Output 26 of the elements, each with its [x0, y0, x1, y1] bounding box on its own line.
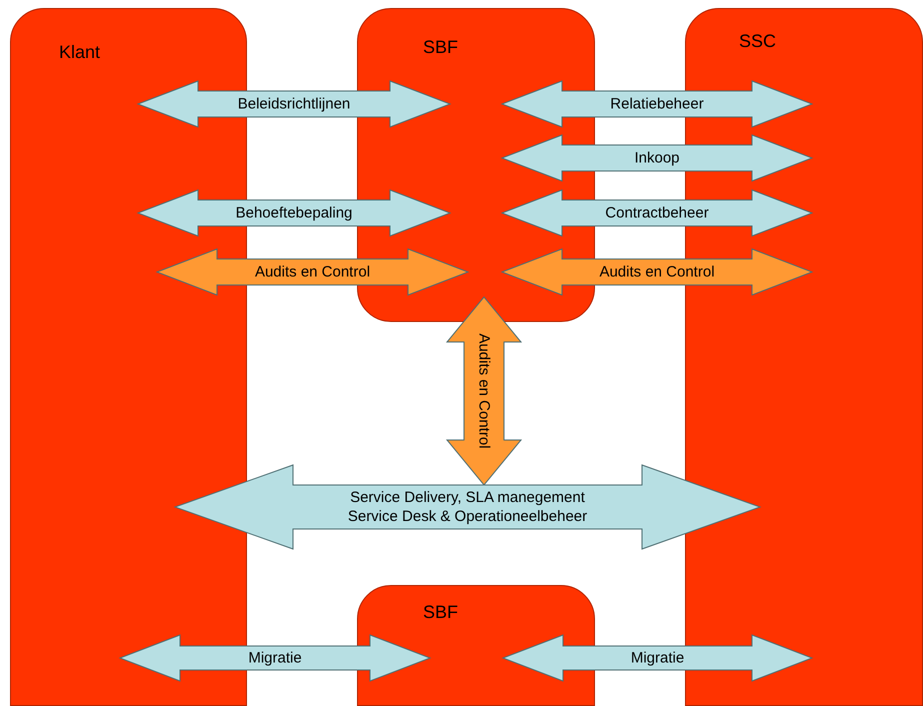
- double-arrow: [502, 634, 814, 682]
- double-arrow: [136, 80, 452, 128]
- edge-label: Service Delivery, SLA manegement Service Desk & Operationeelbeheer: [346, 488, 588, 526]
- edge-label: Contractbeheer: [605, 204, 709, 222]
- edge-label: Audits en Control: [254, 262, 370, 282]
- panel-title: SBF: [423, 602, 458, 623]
- edge-label: Migratie: [630, 648, 684, 668]
- panel-title: Klant: [59, 42, 100, 63]
- double-arrow: [500, 248, 814, 296]
- double-arrow: [500, 80, 814, 128]
- panel-title: SSC: [739, 31, 776, 52]
- double-arrow: [136, 189, 452, 237]
- double-arrow: [174, 464, 762, 550]
- double-arrow: [156, 248, 470, 296]
- edge-label: Audits en Control: [599, 262, 715, 282]
- panel-title: SBF: [423, 37, 458, 58]
- edge-label: Relatiebeheer: [610, 94, 704, 114]
- edge-label: Behoeftebepaling: [236, 204, 352, 222]
- double-arrow: [500, 134, 814, 182]
- double-arrow: [118, 634, 432, 682]
- double-arrow: [446, 296, 522, 486]
- edge-label: Audits en Control: [474, 333, 494, 449]
- edge-label: Migratie: [248, 648, 302, 668]
- double-arrow: [500, 189, 814, 237]
- edge-label: Beleidsrichtlijnen: [238, 94, 350, 114]
- edge-label: Inkoop: [634, 148, 680, 168]
